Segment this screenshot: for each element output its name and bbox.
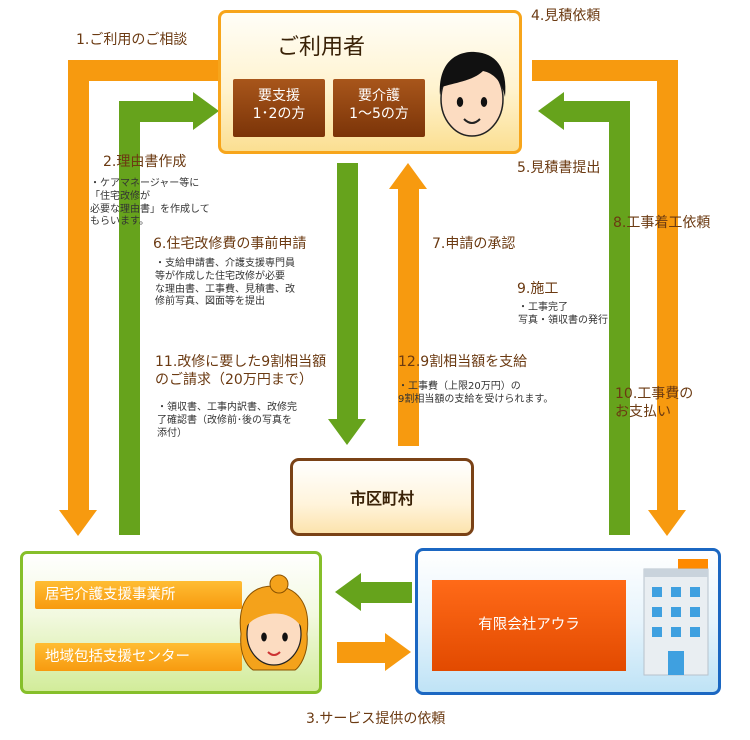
company-box: 有限会社アウラ <box>415 548 721 695</box>
building-icon <box>643 559 709 676</box>
step-10-line2: お支払い <box>615 403 671 420</box>
care-support-office-button: 居宅介護支援事業所 <box>35 581 242 609</box>
step-4-label: 4.見積依頼 <box>531 8 601 24</box>
care-level-range: 1～5の方 <box>349 106 409 123</box>
step-2-label: 2.理由書作成 <box>103 154 187 170</box>
step-6-note: ・支給申請書、介護支援専門員 等が作成した住宅改修が必要 な理由書、工事費、見積… <box>155 258 295 308</box>
care-level-label: 要介護 <box>358 88 400 104</box>
step-11-line1: 11.改修に要した9割相当額 <box>155 354 327 370</box>
step-12-label: 12.9割相当額を支給 <box>398 354 528 370</box>
step-6-label: 6.住宅改修費の事前申請 <box>153 236 307 252</box>
community-support-center-button: 地域包括支援センター <box>35 643 242 671</box>
support-level-label: 要支援 <box>258 88 300 104</box>
step-3-label: 3.サービス提供の依頼 <box>306 711 446 727</box>
user-box: ご利用者 要支援 1･2の方 要介護 1～5の方 <box>218 10 522 154</box>
step-8-label: 8.工事着工依頼 <box>613 215 711 231</box>
step-10-label: 10.工事費の お支払い <box>615 386 693 421</box>
step-9-note: ・工事完了 写真・領収書の発行 <box>518 302 608 326</box>
care-level-button: 要介護 1～5の方 <box>333 79 425 137</box>
support-level-button: 要支援 1･2の方 <box>233 79 325 137</box>
company-name: 有限会社アウラ <box>432 580 626 671</box>
step-5-label: 5.見積書提出 <box>517 160 601 176</box>
support-level-range: 1･2の方 <box>252 106 306 123</box>
step-1-label: 1.ご利用のご相談 <box>76 32 188 48</box>
step-11-note: ・領収書、工事内訳書、改修完 了確認書（改修前･後の写真を 添付） <box>157 402 297 439</box>
man-face-icon <box>439 51 506 137</box>
care-office-box: 居宅介護支援事業所 地域包括支援センター <box>20 551 322 694</box>
step-10-line1: 10.工事費の <box>615 386 694 402</box>
user-title: ご利用者 <box>276 35 365 60</box>
step-9-label: 9.施工 <box>517 281 559 297</box>
city-office-box: 市区町村 <box>290 458 474 536</box>
woman-face-icon <box>239 574 309 671</box>
city-office-label: 市区町村 <box>349 489 414 508</box>
step-11-line2: のご請求（20万円まで） <box>155 371 313 388</box>
step-7-label: 7.申請の承認 <box>432 236 516 252</box>
step-2-note: ・ケアマネージャー等に 「住宅改修が 必要な理由書」を作成して もらいます。 <box>90 178 210 228</box>
step-11-label: 11.改修に要した9割相当額 のご請求（20万円まで） <box>155 354 326 389</box>
step-12-note: ・工事費（上限20万円）の 9割相当額の支給を受けられます。 <box>398 381 554 405</box>
